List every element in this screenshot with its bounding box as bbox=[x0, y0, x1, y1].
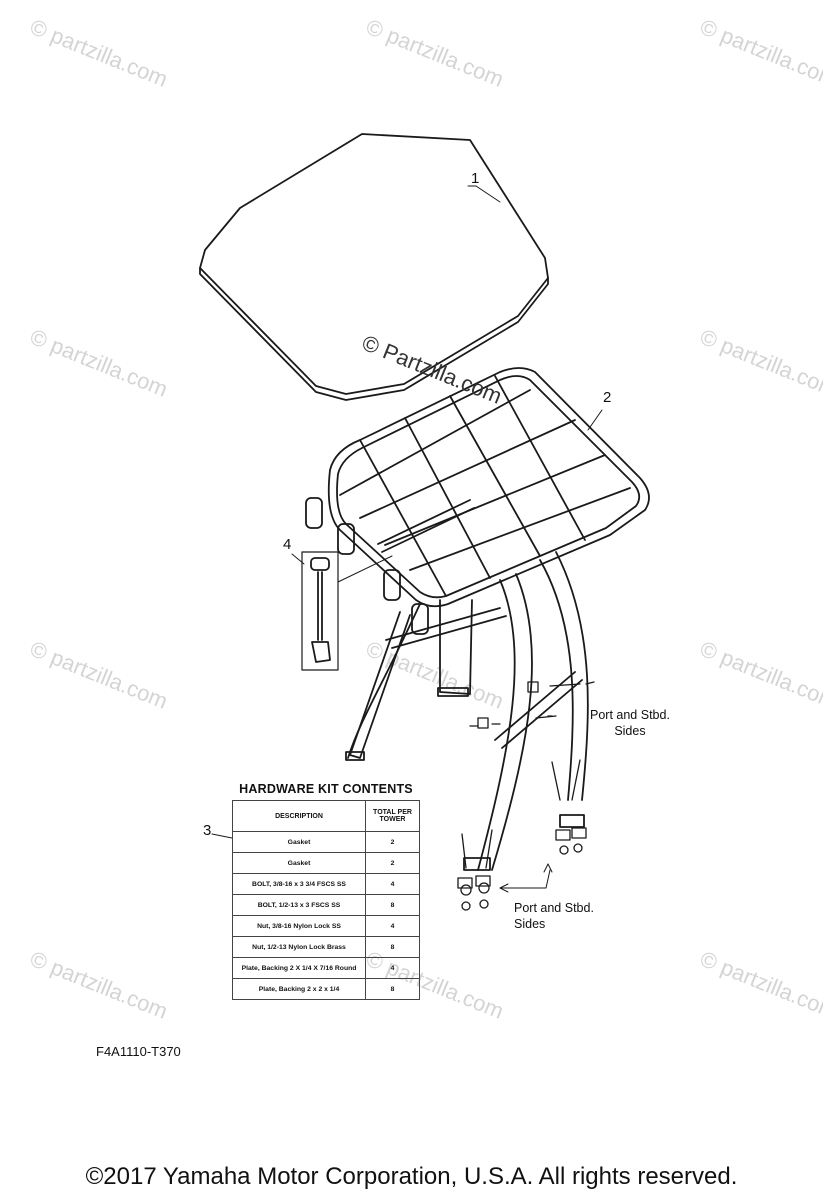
port-stbd-label-1: Port and Stbd. Sides bbox=[590, 707, 670, 739]
row-qty: 4 bbox=[365, 915, 420, 937]
header-description: DESCRIPTION bbox=[232, 800, 366, 832]
row-qty: 2 bbox=[365, 831, 420, 853]
row-description: BOLT, 3/8-16 x 3 3/4 FSCS SS bbox=[232, 873, 366, 895]
copyright-notice: ©2017 Yamaha Motor Corporation, U.S.A. A… bbox=[85, 1163, 738, 1190]
header-total-per-tower: TOTAL PER TOWER bbox=[365, 800, 420, 832]
row-qty: 8 bbox=[365, 894, 420, 916]
row-description: Plate, Backing 2 x 2 x 1/4 bbox=[232, 978, 366, 1000]
row-qty: 8 bbox=[365, 936, 420, 958]
row-description: Nut, 3/8-16 Nylon Lock SS bbox=[232, 915, 366, 937]
arrow-head bbox=[499, 863, 553, 893]
row-qty: 2 bbox=[365, 852, 420, 874]
port-stbd-line: Port and Stbd. bbox=[514, 901, 594, 915]
table-header-row: DESCRIPTION TOTAL PER TOWER bbox=[232, 800, 420, 832]
row-qty: 8 bbox=[365, 978, 420, 1000]
port-stbd-line: Port and Stbd. bbox=[590, 708, 670, 722]
arrow-to-port-stbd bbox=[499, 869, 551, 889]
row-description: Gasket bbox=[232, 852, 366, 874]
bimini-top-panel bbox=[199, 133, 549, 401]
leader-line-1 bbox=[467, 185, 501, 203]
tower-frame bbox=[305, 367, 650, 871]
row-qty: 4 bbox=[365, 957, 420, 979]
port-stbd-line: Sides bbox=[614, 724, 646, 738]
strut-detail-box bbox=[291, 551, 393, 671]
row-qty: 4 bbox=[365, 873, 420, 895]
row-description: Plate, Backing 2 X 1/4 X 7/16 Round bbox=[232, 957, 366, 979]
row-description: BOLT, 1/2-13 x 3 FSCS SS bbox=[232, 894, 366, 916]
leader-line-2 bbox=[587, 409, 603, 431]
hardware-kit-title: HARDWARE KIT CONTENTS bbox=[239, 782, 413, 796]
callout-4: 4 bbox=[283, 536, 292, 553]
row-description: Nut, 1/2-13 Nylon Lock Brass bbox=[232, 936, 366, 958]
leader-line-3 bbox=[211, 833, 233, 839]
hardware-parts bbox=[457, 681, 595, 911]
port-stbd-label-2: Port and Stbd. Sides bbox=[514, 900, 594, 932]
callout-3: 3 bbox=[203, 822, 212, 839]
callout-2: 2 bbox=[603, 389, 612, 406]
port-stbd-line: Sides bbox=[514, 917, 546, 931]
row-description: Gasket bbox=[232, 831, 366, 853]
hardware-kit-table: HARDWARE KIT CONTENTS DESCRIPTION TOTAL … bbox=[232, 782, 420, 1000]
figure-code: F4A1110-T370 bbox=[96, 1044, 181, 1059]
callout-1: 1 bbox=[471, 170, 480, 187]
